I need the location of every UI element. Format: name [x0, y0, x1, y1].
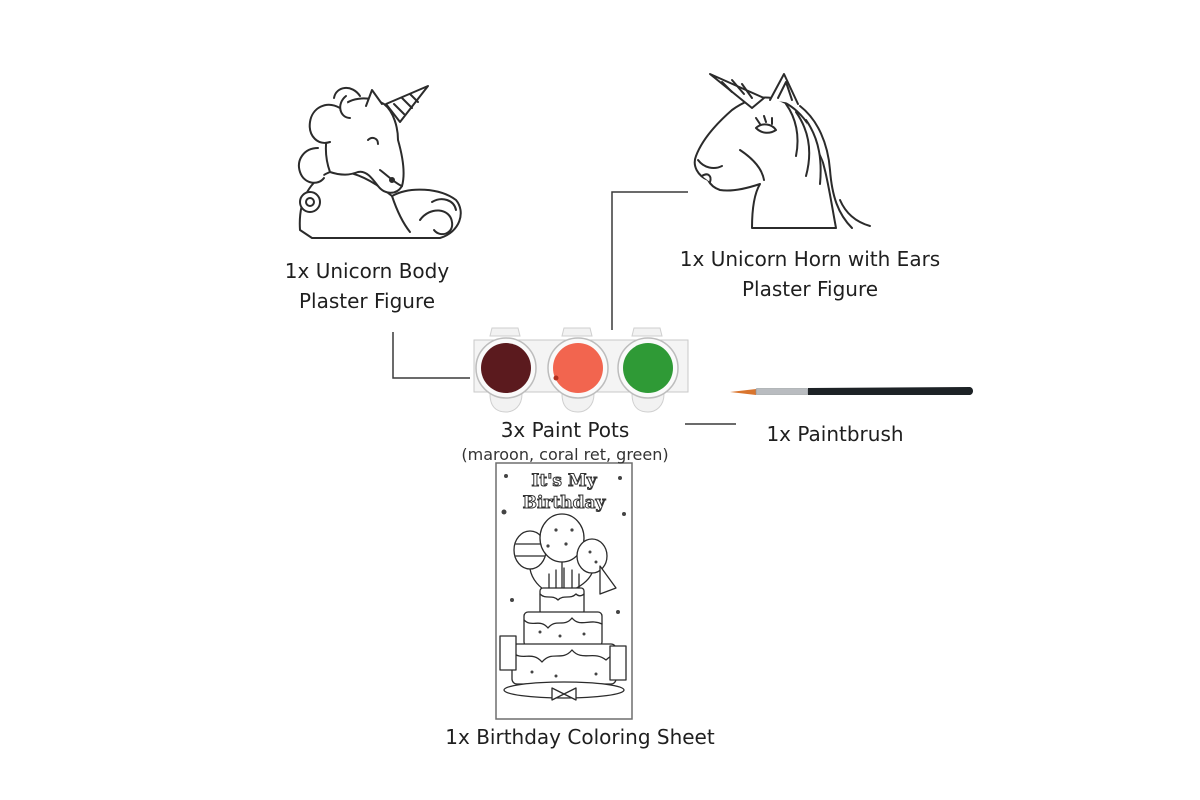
label-unicorn-horn-line1: 1x Unicorn Horn with Ears: [679, 247, 941, 271]
paintbrush-icon: [730, 387, 973, 395]
sheet-title-line1: It's My: [531, 471, 597, 491]
sheet-title-line2: Birthday: [523, 493, 607, 513]
label-unicorn-body: 1x Unicorn Body Plaster Figure: [262, 256, 472, 316]
paint-pot-strip: [473, 327, 689, 413]
label-paintbrush-text: 1x Paintbrush: [766, 422, 904, 446]
unicorn-head-figure: [693, 73, 871, 229]
unicorn-body-figure: [298, 85, 462, 239]
label-paint-pots-title: 3x Paint Pots: [500, 418, 630, 442]
label-paint-pots-colors: (maroon, coral ret, green): [461, 445, 669, 464]
balloon-right: [576, 538, 608, 574]
label-unicorn-horn: 1x Unicorn Horn with Ears Plaster Figure: [660, 244, 960, 304]
connector-lines: [392, 191, 736, 425]
connector-horn-to-pots: [611, 191, 688, 330]
label-coloring-sheet-text: 1x Birthday Coloring Sheet: [445, 725, 715, 749]
label-paintbrush: 1x Paintbrush: [740, 419, 930, 449]
label-unicorn-horn-line2: Plaster Figure: [741, 277, 879, 301]
label-unicorn-body-line1: 1x Unicorn Body: [284, 259, 450, 283]
connector-body-to-pots: [392, 332, 470, 379]
label-paint-pots: 3x Paint Pots (maroon, coral ret, green): [440, 415, 690, 465]
birthday-coloring-sheet: It's My Birthday: [495, 462, 633, 720]
label-coloring-sheet: 1x Birthday Coloring Sheet: [420, 722, 740, 752]
label-unicorn-body-line2: Plaster Figure: [298, 289, 436, 313]
